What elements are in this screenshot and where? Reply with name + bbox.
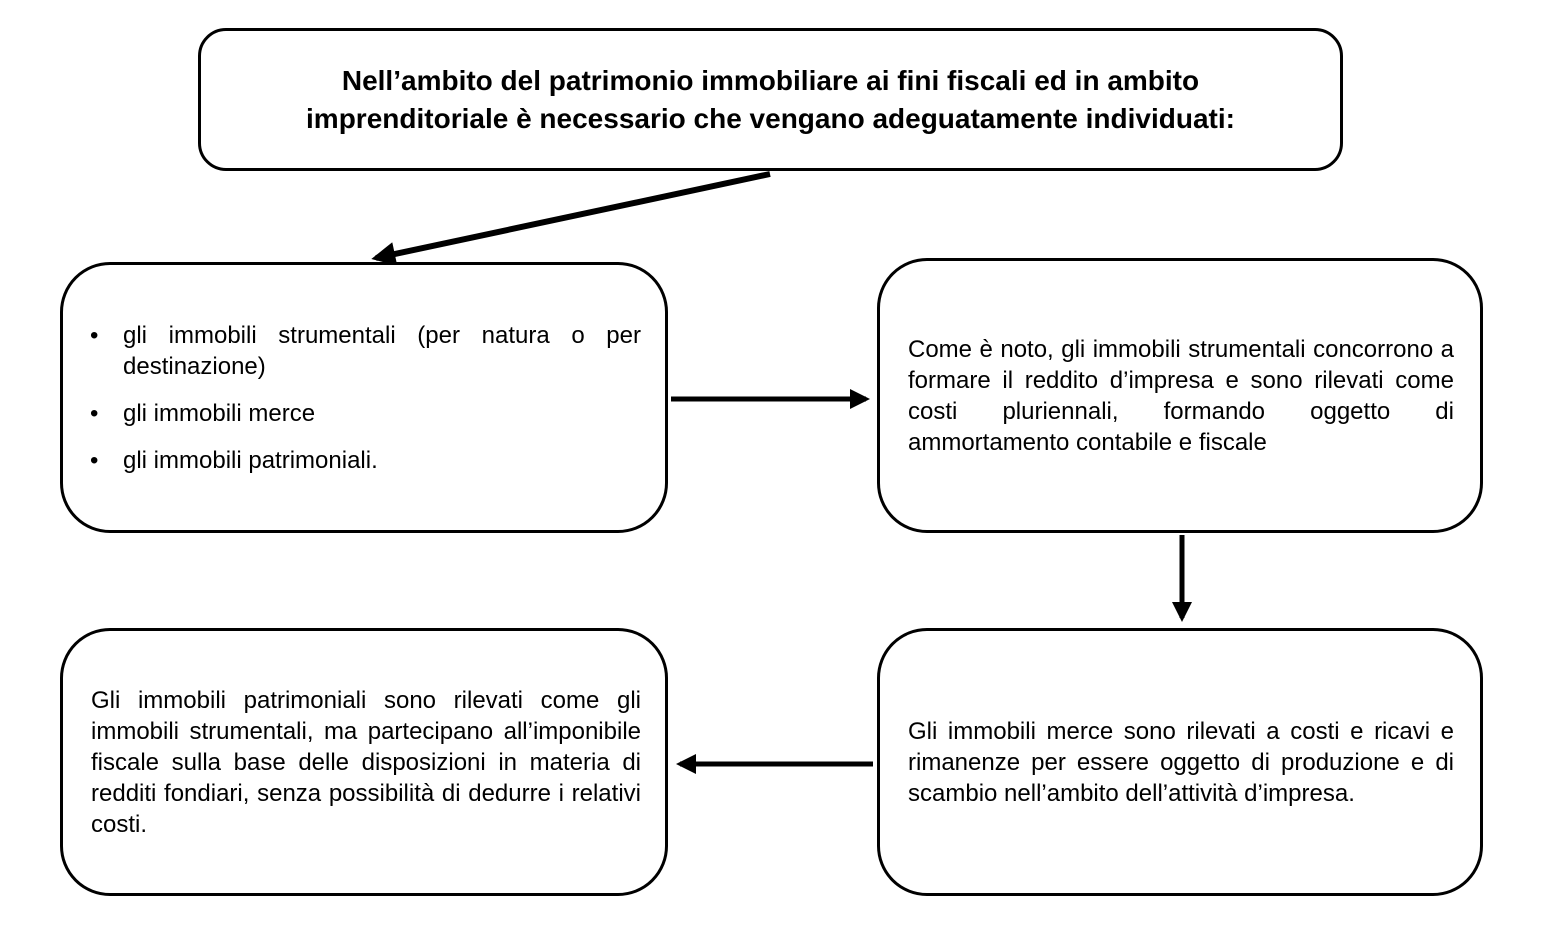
bullet-icon: • (90, 446, 99, 474)
categories-box: • gli immobili strumentali (per natura o… (60, 262, 668, 533)
bullet-icon: • (90, 321, 99, 349)
strumentali-box-text: Come è noto, gli immobili strumentali co… (908, 335, 1454, 456)
list-item-text: gli immobili merce (123, 399, 316, 427)
strumentali-box: Come è noto, gli immobili strumentali co… (877, 258, 1483, 533)
patrimoniali-box: Gli immobili patrimoniali sono rilevati … (60, 628, 668, 896)
list-item: • gli immobili merce (90, 398, 641, 429)
list-item-text: gli immobili patrimoniali. (123, 446, 378, 474)
arrow-intro-to-categories (371, 171, 771, 266)
categories-list: • gli immobili strumentali (per natura o… (90, 320, 641, 476)
list-item: • gli immobili patrimoniali. (90, 445, 641, 476)
merce-box-text: Gli immobili merce sono rilevati a costi… (908, 717, 1454, 807)
patrimoniali-box-text: Gli immobili patrimoniali sono rilevati … (91, 686, 641, 838)
list-item: • gli immobili strumentali (per natura o… (90, 320, 641, 382)
intro-box-text: Nell’ambito del patrimonio immobiliare a… (306, 64, 1235, 134)
list-item-text: gli immobili strumentali (per natura o p… (123, 321, 641, 380)
merce-box: Gli immobili merce sono rilevati a costi… (877, 628, 1483, 896)
intro-box: Nell’ambito del patrimonio immobiliare a… (198, 28, 1343, 171)
bullet-icon: • (90, 399, 99, 427)
